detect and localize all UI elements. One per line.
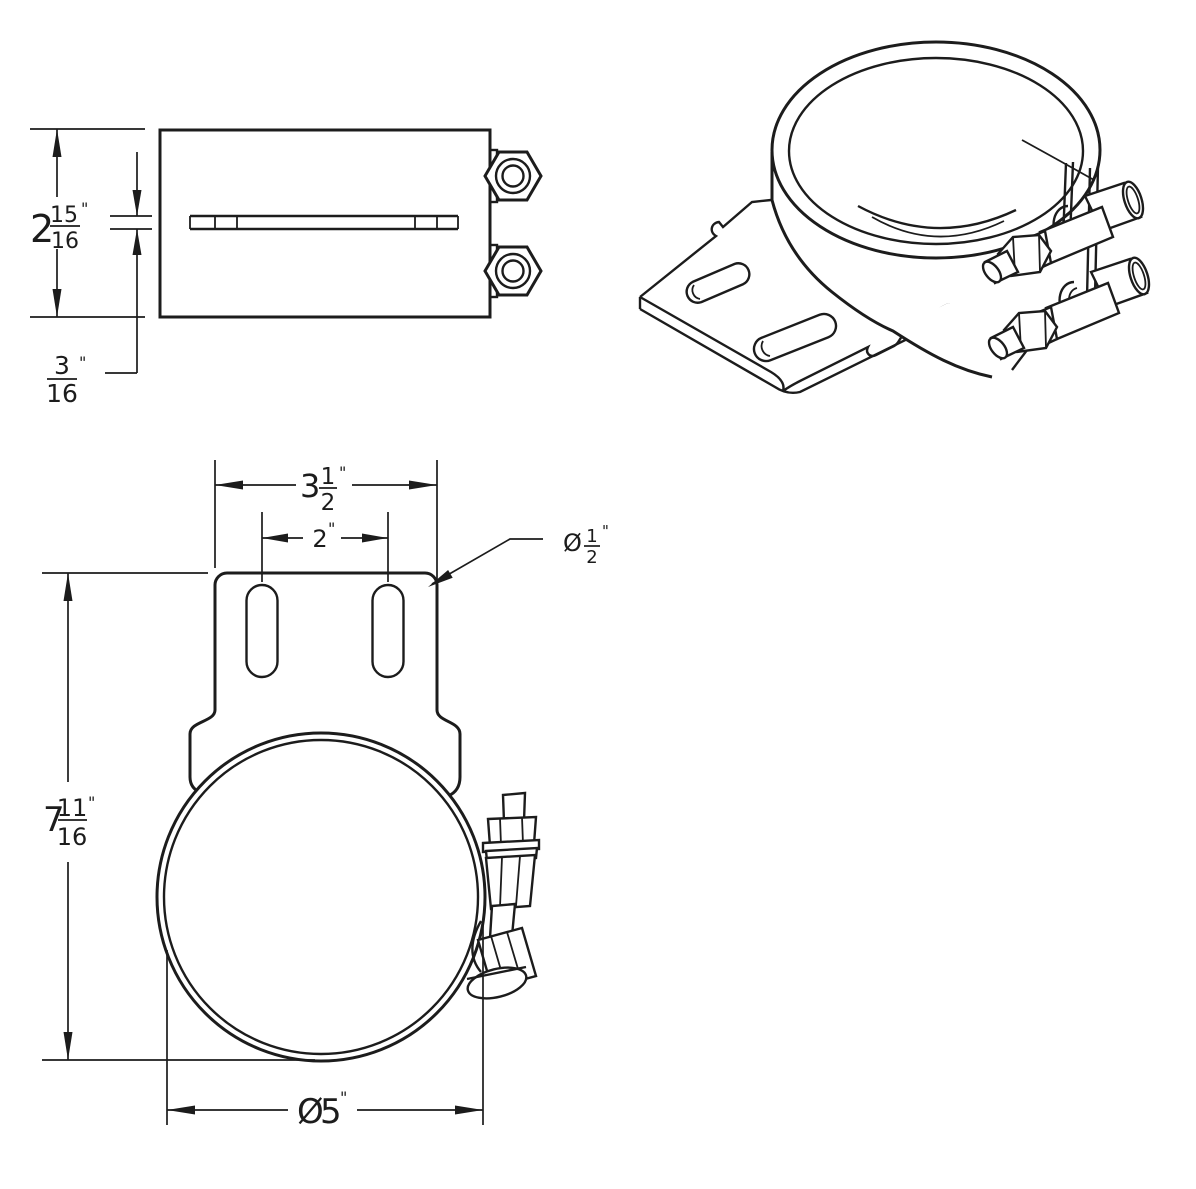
overall-height-unit: " [88, 793, 95, 812]
dimension-band-gap: 3 16 " [46, 152, 152, 408]
overall-height-denominator: 16 [57, 823, 88, 851]
band-slot-lines [190, 214, 458, 231]
isometric-view [638, 40, 1155, 395]
front-trunnion-upper [484, 853, 537, 911]
iso-band-inner-rim [787, 56, 1085, 246]
clamp-band-outline [158, 128, 492, 319]
arrowhead-down-icon [63, 1032, 73, 1060]
band-gap-dim-lines [105, 152, 152, 374]
hole-spacing-unit: " [328, 519, 335, 538]
overall-height-dim-lines [42, 572, 315, 1061]
front-bolt-assembly [466, 791, 541, 1000]
bracket-width-whole: 3 [300, 467, 320, 505]
band-width-denominator: 16 [51, 229, 79, 254]
band-gap-unit: " [79, 353, 86, 372]
band-slot-ticks [189, 216, 459, 229]
bracket-width-unit: " [339, 463, 346, 482]
arrowhead-right-icon [455, 1105, 483, 1115]
dimension-clamp-diameter: Ø 5 " [166, 922, 484, 1132]
iso-slot-right-depth [760, 340, 771, 357]
band-gap-denominator: 16 [46, 379, 78, 408]
front-strap-loop-arc [471, 920, 483, 973]
arrowhead-up-icon [52, 129, 62, 157]
iso-trunnion-cap [1121, 180, 1145, 220]
leader-arrowhead-icon [428, 570, 453, 587]
iso-trunnion-cap-inner [1125, 185, 1141, 215]
iso-band-end-straps [1061, 161, 1100, 299]
dimension-hole-spacing: 2 " [261, 512, 389, 582]
arrowhead-right-icon [409, 480, 437, 490]
hole-size-leader [431, 538, 543, 585]
arrowhead-left-icon [215, 480, 243, 490]
iso-band-overhang-fill [893, 303, 1048, 378]
clamp-diameter-unit: " [340, 1088, 347, 1107]
iso-band-seam-line [1021, 139, 1095, 181]
arrowhead-down-icon [52, 289, 62, 317]
front-band-outer-circle [155, 731, 487, 1063]
dimension-overall-height: 7 11 16 " [42, 572, 315, 1061]
hex-nut-top [483, 150, 543, 202]
hex-nut-top-bore [501, 164, 525, 188]
clamp-diameter-dim-lines [166, 922, 484, 1125]
iso-plate-topleft-edge [639, 198, 772, 298]
front-slot-right [371, 583, 405, 679]
band-gap-numerator: 3 [54, 351, 70, 380]
arrowhead-left-icon [262, 533, 288, 543]
hex-nut-bottom-body [483, 245, 543, 297]
iso-plate-fill [640, 200, 953, 395]
hex-nut-top-body [483, 150, 543, 202]
iso-band-bottom-inner-arc2 [871, 216, 1005, 238]
overall-height-numerator: 11 [57, 794, 88, 822]
bracket-width-dim-lines [214, 460, 438, 580]
hex-nut-top-ring [494, 157, 532, 195]
hole-size-symbol: Ø [563, 529, 582, 557]
front-trunnion-upper-facets [499, 855, 521, 908]
arrowhead-left-icon [167, 1105, 195, 1115]
overall-height-whole: 7 [43, 800, 65, 840]
iso-bolt-assembly-upper [981, 180, 1145, 285]
clamp-diameter-symbol: Ø [297, 1092, 324, 1132]
iso-plate-slot-left [685, 262, 751, 304]
front-foot-cap-edge [466, 965, 527, 981]
band-width-numerator: 15 [50, 203, 78, 228]
iso-plate-frontleft-edge [639, 295, 785, 392]
band-width-dim-lines [30, 128, 145, 318]
clamp-diameter-value: 5 [320, 1092, 342, 1132]
hole-size-unit: " [602, 522, 609, 540]
iso-slot-left-depth [691, 284, 701, 300]
band-width-unit: " [81, 199, 88, 218]
hex-nut-bottom [483, 245, 543, 297]
iso-bolt-stub-cap [981, 260, 1003, 284]
dimension-hole-size: Ø 1 2 " [428, 522, 609, 587]
arrowhead-right-icon [362, 533, 388, 543]
arrowhead-up-icon [63, 573, 73, 601]
band-width-whole: 2 [30, 207, 54, 251]
hex-nut-bottom-ring [494, 252, 532, 290]
hole-spacing-dim-lines [261, 512, 389, 582]
iso-band-silhouette [770, 152, 993, 379]
iso-plate-slot-right [752, 312, 838, 363]
iso-band-bottom-inner-arc [857, 204, 1017, 230]
dimension-band-width: 2 15 16 " [30, 128, 145, 318]
dimension-bracket-width: 3 1 2 " [214, 460, 438, 580]
bracket-width-denominator: 2 [321, 490, 336, 516]
front-hex-nut-facets [499, 816, 524, 846]
front-slot-left [245, 583, 279, 679]
band-side-view [158, 128, 543, 319]
front-band-inner-circle [162, 738, 480, 1056]
bracket-width-numerator: 1 [321, 464, 336, 490]
iso-band-top-rim [770, 40, 1102, 260]
hole-size-numerator: 1 [586, 526, 597, 547]
front-view: 3 1 2 " 2 " Ø 1 2 " 7 [42, 460, 609, 1132]
hex-nut-bottom-bore [501, 259, 525, 283]
hole-spacing-value: 2 [312, 525, 327, 553]
iso-plate-frontright-edge [782, 302, 949, 392]
arrowhead-up-icon [132, 229, 142, 255]
arrowhead-down-icon [132, 190, 142, 216]
hole-size-denominator: 2 [586, 547, 597, 568]
